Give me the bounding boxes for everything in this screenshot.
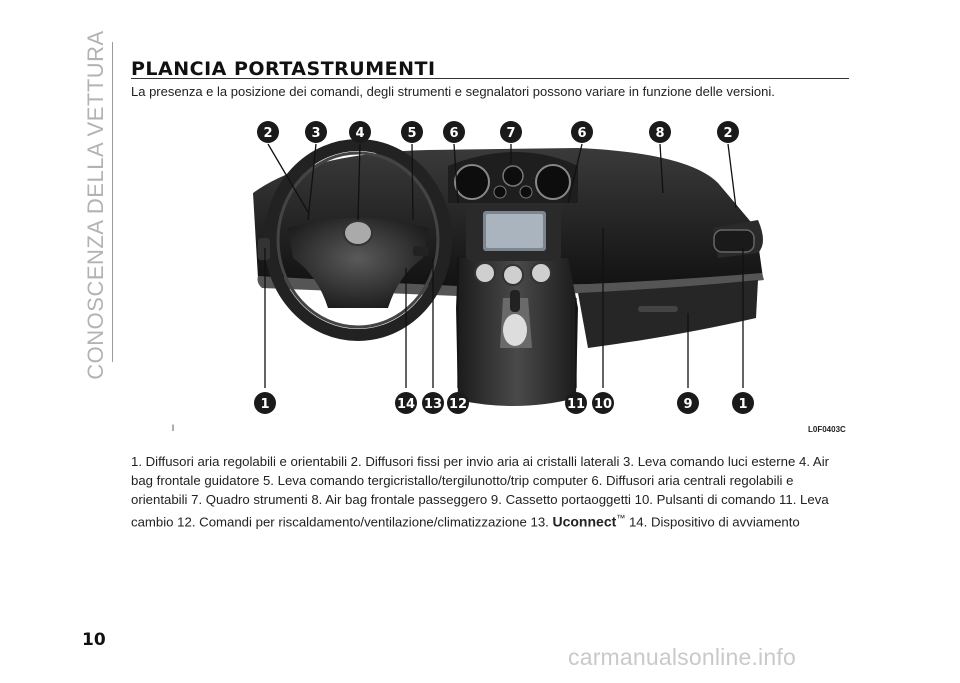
caption-text-part-2: 14. Dispositivo di avviamento [625, 514, 800, 530]
svg-text:3: 3 [311, 126, 320, 141]
callout-badge: 1 [254, 392, 276, 414]
side-tab-rule [82, 42, 113, 362]
instrument-cluster [448, 152, 578, 203]
callout-badge: 13 [422, 392, 444, 414]
svg-text:5: 5 [407, 126, 416, 141]
callout-badge: 7 [500, 121, 522, 143]
svg-text:11: 11 [567, 397, 585, 412]
right-air-vent [713, 229, 755, 253]
center-console [456, 201, 578, 407]
svg-text:7: 7 [506, 126, 515, 141]
callout-badge: 6 [443, 121, 465, 143]
callout-badge: 2 [257, 121, 279, 143]
caption-text-part-1: 1. Diffusori aria regolabili e orientabi… [131, 454, 830, 530]
svg-text:2: 2 [723, 126, 732, 141]
callout-badge: 2 [717, 121, 739, 143]
callout-lines [264, 143, 744, 388]
page-title: PLANCIA PORTASTRUMENTI [131, 58, 436, 80]
caption-brand: Uconnect [552, 513, 617, 530]
title-divider [131, 78, 849, 79]
page-number: 10 [82, 630, 106, 650]
svg-text:2: 2 [263, 126, 272, 141]
callout-badge: 9 [677, 392, 699, 414]
callout-badge: 10 [592, 392, 614, 414]
callout-badge: 3 [305, 121, 327, 143]
svg-text:9: 9 [683, 397, 692, 412]
dashboard-illustration: 2 3 4 5 6 7 6 8 2 1 14 13 12 11 10 9 1 [253, 121, 764, 414]
callout-markers-bottom: 1 14 13 12 11 10 9 1 [254, 392, 754, 414]
callout-badge: 14 [395, 392, 417, 414]
svg-text:12: 12 [449, 397, 467, 412]
svg-text:10: 10 [594, 397, 612, 412]
svg-text:1: 1 [738, 397, 747, 412]
svg-text:4: 4 [355, 126, 364, 141]
side-tab-label: CONOSCENZA DELLA VETTURA [83, 30, 108, 380]
watermark: carmanualsonline.info [568, 644, 796, 670]
figure-marker: l [172, 423, 174, 433]
callout-badge: 8 [649, 121, 671, 143]
svg-text:8: 8 [655, 126, 664, 141]
page-subtitle: La presenza e la posizione dei comandi, … [131, 84, 775, 99]
callout-badge: 4 [349, 121, 371, 143]
figure-caption: 1. Diffusori aria regolabili e orientabi… [131, 452, 851, 531]
callout-markers-top: 2 3 4 5 6 7 6 8 2 [257, 121, 739, 143]
trademark-symbol: ™ [616, 513, 626, 523]
glove-box [578, 280, 758, 348]
svg-text:13: 13 [424, 397, 442, 412]
svg-text:6: 6 [449, 126, 458, 141]
steering-wheel [258, 139, 452, 341]
callout-badge: 6 [571, 121, 593, 143]
callout-badge: 1 [732, 392, 754, 414]
svg-text:6: 6 [577, 126, 586, 141]
figure-code: L0F0403C [808, 425, 846, 434]
callout-badge: 12 [447, 392, 469, 414]
svg-text:1: 1 [260, 397, 269, 412]
callout-badge: 5 [401, 121, 423, 143]
callout-badge: 11 [565, 392, 587, 414]
svg-text:14: 14 [397, 397, 415, 412]
